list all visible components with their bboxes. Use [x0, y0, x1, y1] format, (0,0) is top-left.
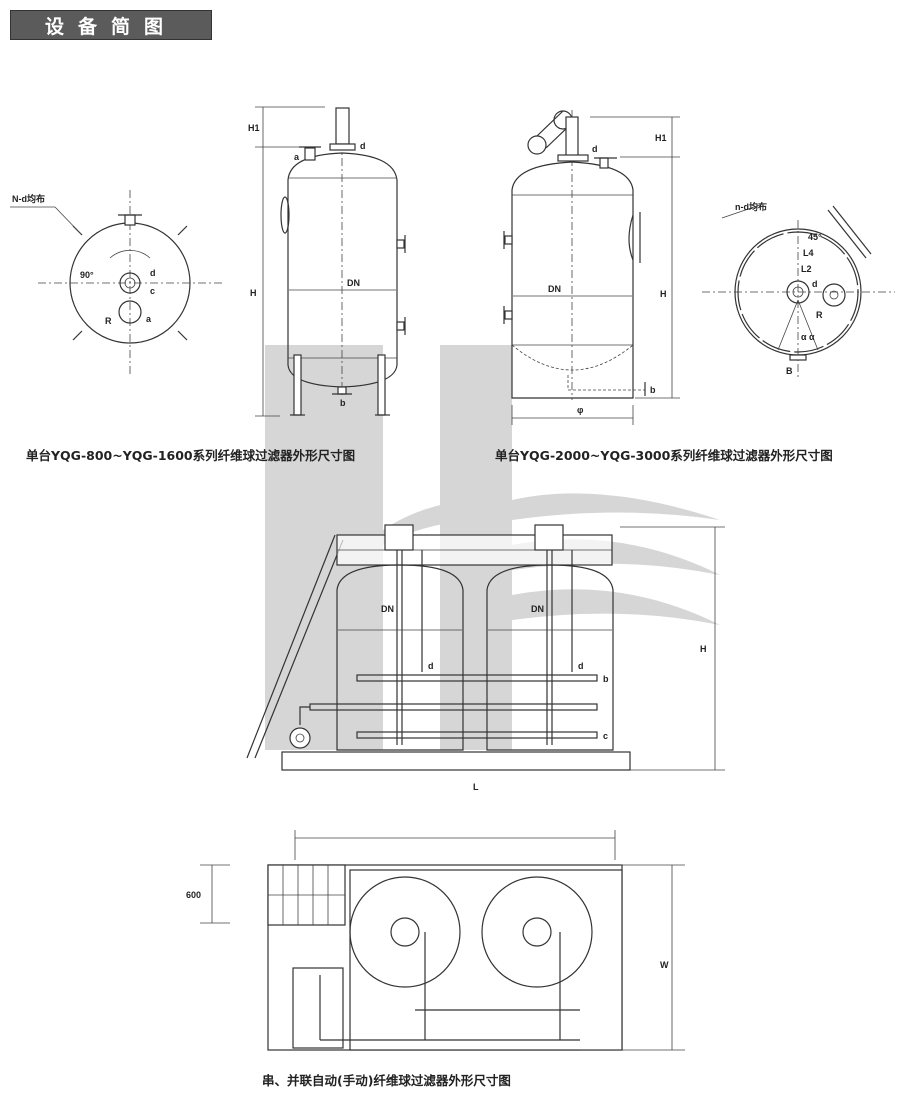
- l2-label: L2: [801, 264, 812, 274]
- c-label: c: [150, 286, 155, 296]
- d-label: d: [592, 144, 598, 154]
- c-label: c: [603, 731, 608, 741]
- h1-label: H1: [655, 133, 667, 143]
- h-label: H: [700, 644, 707, 654]
- caption-series-parallel: 串、并联自动(手动)纤维球过滤器外形尺寸图: [262, 1073, 511, 1088]
- d-label: d: [150, 268, 156, 278]
- section-header: 设备简图: [10, 10, 212, 40]
- d-label: d: [360, 141, 366, 151]
- b-label: b: [603, 674, 609, 684]
- assembly-plan-view: 600 W: [186, 830, 685, 1051]
- a-label: a: [146, 314, 152, 324]
- dn-label: DN: [548, 284, 561, 294]
- large-filter-plan-view: n-d均布 45° L4 L2 d R α α B: [702, 201, 895, 380]
- l4-label: L4: [803, 248, 814, 258]
- dim-600-label: 600: [186, 890, 201, 900]
- holes-label: N-d均布: [12, 193, 45, 204]
- h-label: H: [660, 289, 667, 299]
- b-label: b: [340, 398, 346, 408]
- r-label: R: [816, 310, 823, 320]
- h-label: H: [250, 288, 257, 298]
- w-label: W: [660, 960, 669, 970]
- d-label-left: d: [428, 661, 434, 671]
- dn-label: DN: [347, 278, 360, 288]
- d-label: d: [812, 279, 818, 289]
- b-label: b: [650, 385, 656, 395]
- alpha-label: α α: [801, 332, 815, 342]
- assembly-elevation: DN DN H L b c d d: [246, 524, 725, 792]
- dn-label-left: DN: [381, 604, 394, 614]
- phi-label: φ: [577, 405, 584, 415]
- large-filter-elevation: H1 H DN φ b d: [503, 110, 680, 425]
- small-filter-elevation: H1 H DN a b d: [248, 106, 406, 417]
- small-filter-plan-view: N-d均布 90° R d c a: [10, 190, 225, 375]
- dn-label-right: DN: [531, 604, 544, 614]
- angle-label: 45°: [808, 232, 822, 242]
- holes-label: n-d均布: [735, 201, 767, 212]
- r-label: R: [105, 316, 112, 326]
- h1-label: H1: [248, 123, 260, 133]
- caption-single-small: 单台YQG-800~YQG-1600系列纤维球过滤器外形尺寸图: [26, 448, 356, 463]
- angle-label: 90°: [80, 270, 94, 280]
- a-label: a: [294, 152, 300, 162]
- l-label: L: [473, 782, 479, 792]
- d-label-right: d: [578, 661, 584, 671]
- caption-single-large: 单台YQG-2000~YQG-3000系列纤维球过滤器外形尺寸图: [495, 448, 833, 463]
- b-label: B: [786, 366, 793, 376]
